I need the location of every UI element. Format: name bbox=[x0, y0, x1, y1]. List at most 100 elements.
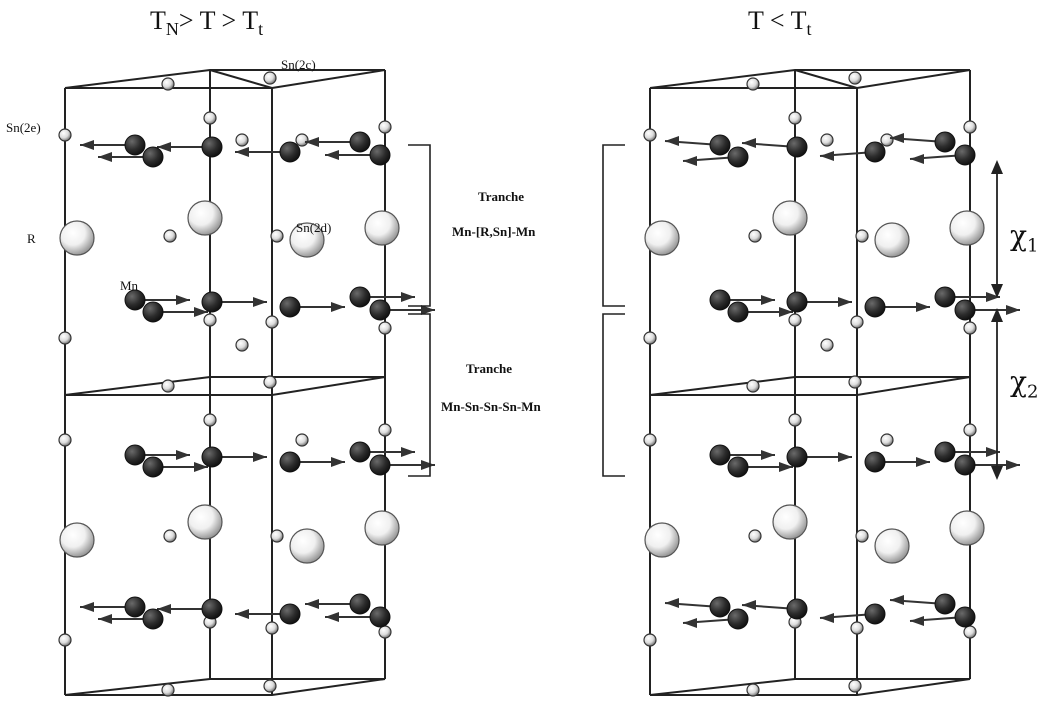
r-atom bbox=[949, 510, 985, 546]
sn-atom bbox=[748, 229, 762, 243]
moment-arrow-head bbox=[1006, 460, 1020, 470]
mn-atom bbox=[786, 291, 808, 313]
cell-top-face bbox=[64, 69, 386, 89]
moment-arrow-head bbox=[916, 457, 930, 467]
mn-atom bbox=[349, 593, 371, 615]
moment-arrow-head bbox=[194, 307, 208, 317]
moment-arrow-head bbox=[890, 595, 904, 605]
mn-atom bbox=[954, 454, 976, 476]
sn-atom bbox=[161, 379, 175, 393]
sn-atom bbox=[378, 321, 392, 335]
moment-arrow-head bbox=[176, 450, 190, 460]
r-atom bbox=[874, 528, 910, 564]
mn-atom bbox=[864, 141, 886, 163]
mn-layer bbox=[80, 131, 391, 168]
moment-arrow-head bbox=[98, 614, 112, 624]
sn-atom bbox=[963, 625, 977, 639]
mn-atom bbox=[349, 131, 371, 153]
label-sn2d: Sn(2d) bbox=[296, 220, 332, 235]
moment-arrow-head bbox=[253, 452, 267, 462]
mn-layer bbox=[709, 286, 1020, 323]
moment-arrow-head bbox=[761, 450, 775, 460]
title-right: T < Tt bbox=[748, 6, 812, 40]
mn-atom bbox=[369, 606, 391, 628]
bracket-slab1-right bbox=[602, 144, 625, 307]
mn-atom bbox=[864, 603, 886, 625]
mn-atom bbox=[279, 451, 301, 473]
moment-arrow-head bbox=[910, 154, 924, 164]
moment-arrow-head bbox=[157, 142, 171, 152]
mn-layer bbox=[124, 286, 435, 323]
sn-atom bbox=[58, 128, 72, 142]
sn-atom bbox=[820, 338, 834, 352]
sn-atom bbox=[265, 315, 279, 329]
sn-atom bbox=[850, 315, 864, 329]
sn-atom bbox=[58, 433, 72, 447]
moment-arrow-head bbox=[838, 452, 852, 462]
moment-arrow-head bbox=[916, 302, 930, 312]
mn-atom bbox=[142, 301, 164, 323]
moment-arrow-head bbox=[910, 616, 924, 626]
chi1-arrow-head-down bbox=[991, 284, 1003, 298]
mn-atom bbox=[142, 456, 164, 478]
sn-atom bbox=[203, 313, 217, 327]
sn-atom bbox=[58, 633, 72, 647]
slab-brackets bbox=[408, 144, 625, 477]
mn-atom bbox=[709, 289, 731, 311]
mn-atom bbox=[709, 444, 731, 466]
mn-atom bbox=[727, 146, 749, 168]
moment-arrow-head bbox=[820, 613, 834, 623]
mn-atom bbox=[934, 131, 956, 153]
sn-atom bbox=[746, 683, 760, 697]
sn-atom bbox=[850, 621, 864, 635]
sn-atom bbox=[161, 683, 175, 697]
r-atom bbox=[874, 222, 910, 258]
moment-arrow-head bbox=[761, 295, 775, 305]
sn-atom bbox=[643, 433, 657, 447]
sn-atom bbox=[748, 529, 762, 543]
bracket-slab2-right bbox=[602, 313, 625, 477]
sn-atom bbox=[880, 133, 894, 147]
sn-atom bbox=[848, 71, 862, 85]
moment-arrow-head bbox=[325, 612, 339, 622]
chi2-arrow-head-down bbox=[991, 466, 1003, 480]
mn-atom bbox=[201, 446, 223, 468]
sn-atom bbox=[163, 529, 177, 543]
sn-atom bbox=[788, 111, 802, 125]
sn-atom bbox=[378, 625, 392, 639]
mn-atom bbox=[142, 608, 164, 630]
mn-atom bbox=[727, 301, 749, 323]
label-mn: Mn bbox=[120, 278, 139, 293]
label-sn2c: Sn(2c) bbox=[281, 57, 316, 72]
distance-arrows bbox=[991, 160, 1003, 480]
sn-atom bbox=[963, 321, 977, 335]
mn-atom bbox=[786, 446, 808, 468]
moment-arrow-head bbox=[742, 600, 756, 610]
bracket-slab1 bbox=[408, 144, 431, 307]
chi1-label: χ1 bbox=[1010, 219, 1039, 257]
r-atom bbox=[949, 210, 985, 246]
moment-arrow-head bbox=[176, 295, 190, 305]
mn-layer bbox=[124, 441, 435, 478]
moment-arrow-head bbox=[986, 292, 1000, 302]
sn-atom bbox=[746, 77, 760, 91]
cell-edge-diag bbox=[209, 69, 273, 89]
sn-atom bbox=[848, 679, 862, 693]
mn-atom bbox=[934, 286, 956, 308]
moment-arrow-head bbox=[986, 447, 1000, 457]
sn-atom bbox=[963, 120, 977, 134]
slab2-formula: Mn-Sn-Sn-Sn-Mn bbox=[441, 399, 541, 414]
sn-atom bbox=[263, 375, 277, 389]
moment-arrow-head bbox=[80, 602, 94, 612]
mn-atom bbox=[369, 299, 391, 321]
r-atom bbox=[364, 510, 400, 546]
cell-bottom-face bbox=[64, 678, 386, 696]
moment-arrow-head bbox=[305, 599, 319, 609]
moment-arrow-head bbox=[421, 305, 435, 315]
sn-atom bbox=[746, 379, 760, 393]
mn-atom bbox=[279, 141, 301, 163]
sn-atom bbox=[643, 633, 657, 647]
mn-atom bbox=[124, 134, 146, 156]
moment-arrow-head bbox=[331, 302, 345, 312]
